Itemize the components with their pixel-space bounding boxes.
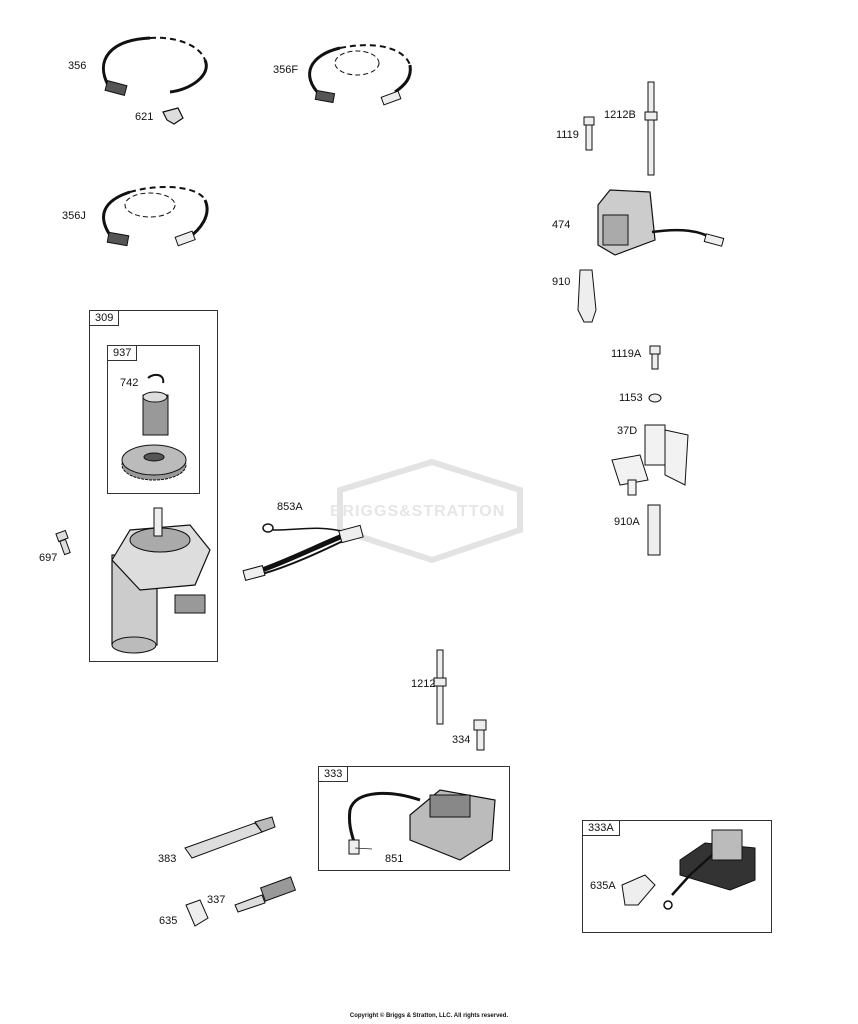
part-333-armature: [348, 789, 496, 861]
label-1119: 1119: [556, 129, 579, 141]
part-333A-armature: [663, 829, 756, 910]
group-333A-box: 333A: [582, 820, 772, 933]
part-910A-spacer: [647, 504, 661, 556]
label-356J: 356J: [62, 210, 86, 222]
label-621: 621: [135, 111, 154, 123]
part-1212-stud: [433, 649, 447, 725]
watermark-text: BRIGGS&STRATTON: [330, 503, 506, 520]
part-356J-cable: [102, 186, 209, 247]
label-474: 474: [552, 219, 571, 231]
part-309-starter-motor: [111, 507, 211, 654]
part-356F-cable: [308, 44, 412, 106]
part-1119-bolt: [583, 116, 595, 151]
label-742: 742: [120, 377, 139, 389]
group-937-tag: 937: [108, 346, 138, 361]
part-356-cable: [102, 36, 208, 97]
label-697: 697: [39, 552, 58, 564]
label-853A: 853A: [277, 501, 303, 513]
part-37D-bracket: [611, 424, 689, 496]
part-697-bolt: [55, 529, 71, 556]
label-635: 635: [159, 915, 178, 927]
label-1119A: 1119A: [611, 348, 642, 360]
group-937-box: 937: [107, 345, 200, 494]
label-334: 334: [452, 734, 471, 746]
part-742-clip: [147, 373, 165, 384]
part-1212B-stud: [644, 81, 658, 176]
group-309-box: 309: [89, 310, 218, 662]
part-910-spacer: [577, 269, 597, 323]
part-474-armature: [597, 189, 725, 256]
part-621-clip: [162, 107, 184, 125]
copyright-notice: Copyright © Briggs & Stratton, LLC. All …: [349, 1013, 509, 1019]
label-1153: 1153: [619, 392, 643, 404]
group-333-tag: 333: [319, 767, 349, 782]
group-333A-tag: 333A: [583, 821, 620, 836]
group-333-box: 333: [318, 766, 510, 871]
leader-lines: [354, 847, 373, 850]
label-337: 337: [207, 894, 226, 906]
part-337-spark-plug: [234, 876, 297, 913]
part-1153-washer: [648, 393, 662, 403]
label-37D: 37D: [617, 425, 638, 437]
part-635A-boot: [621, 874, 656, 906]
label-1212B: 1212B: [604, 109, 636, 121]
part-635-boot: [185, 899, 209, 927]
label-356: 356: [68, 60, 87, 72]
label-1212: 1212: [411, 678, 436, 690]
part-1119A-bolt: [649, 345, 661, 370]
label-635A: 635A: [590, 880, 616, 892]
label-383: 383: [158, 853, 177, 865]
label-910A: 910A: [614, 516, 640, 528]
part-334-bolt: [473, 719, 487, 751]
label-851: 851: [385, 853, 404, 865]
part-383-tool: [184, 816, 276, 859]
label-356F: 356F: [273, 64, 299, 76]
group-309-tag: 309: [90, 311, 120, 326]
part-937-starter-drive: [121, 391, 187, 481]
label-910: 910: [552, 276, 571, 288]
part-853A-cable: [242, 523, 364, 582]
